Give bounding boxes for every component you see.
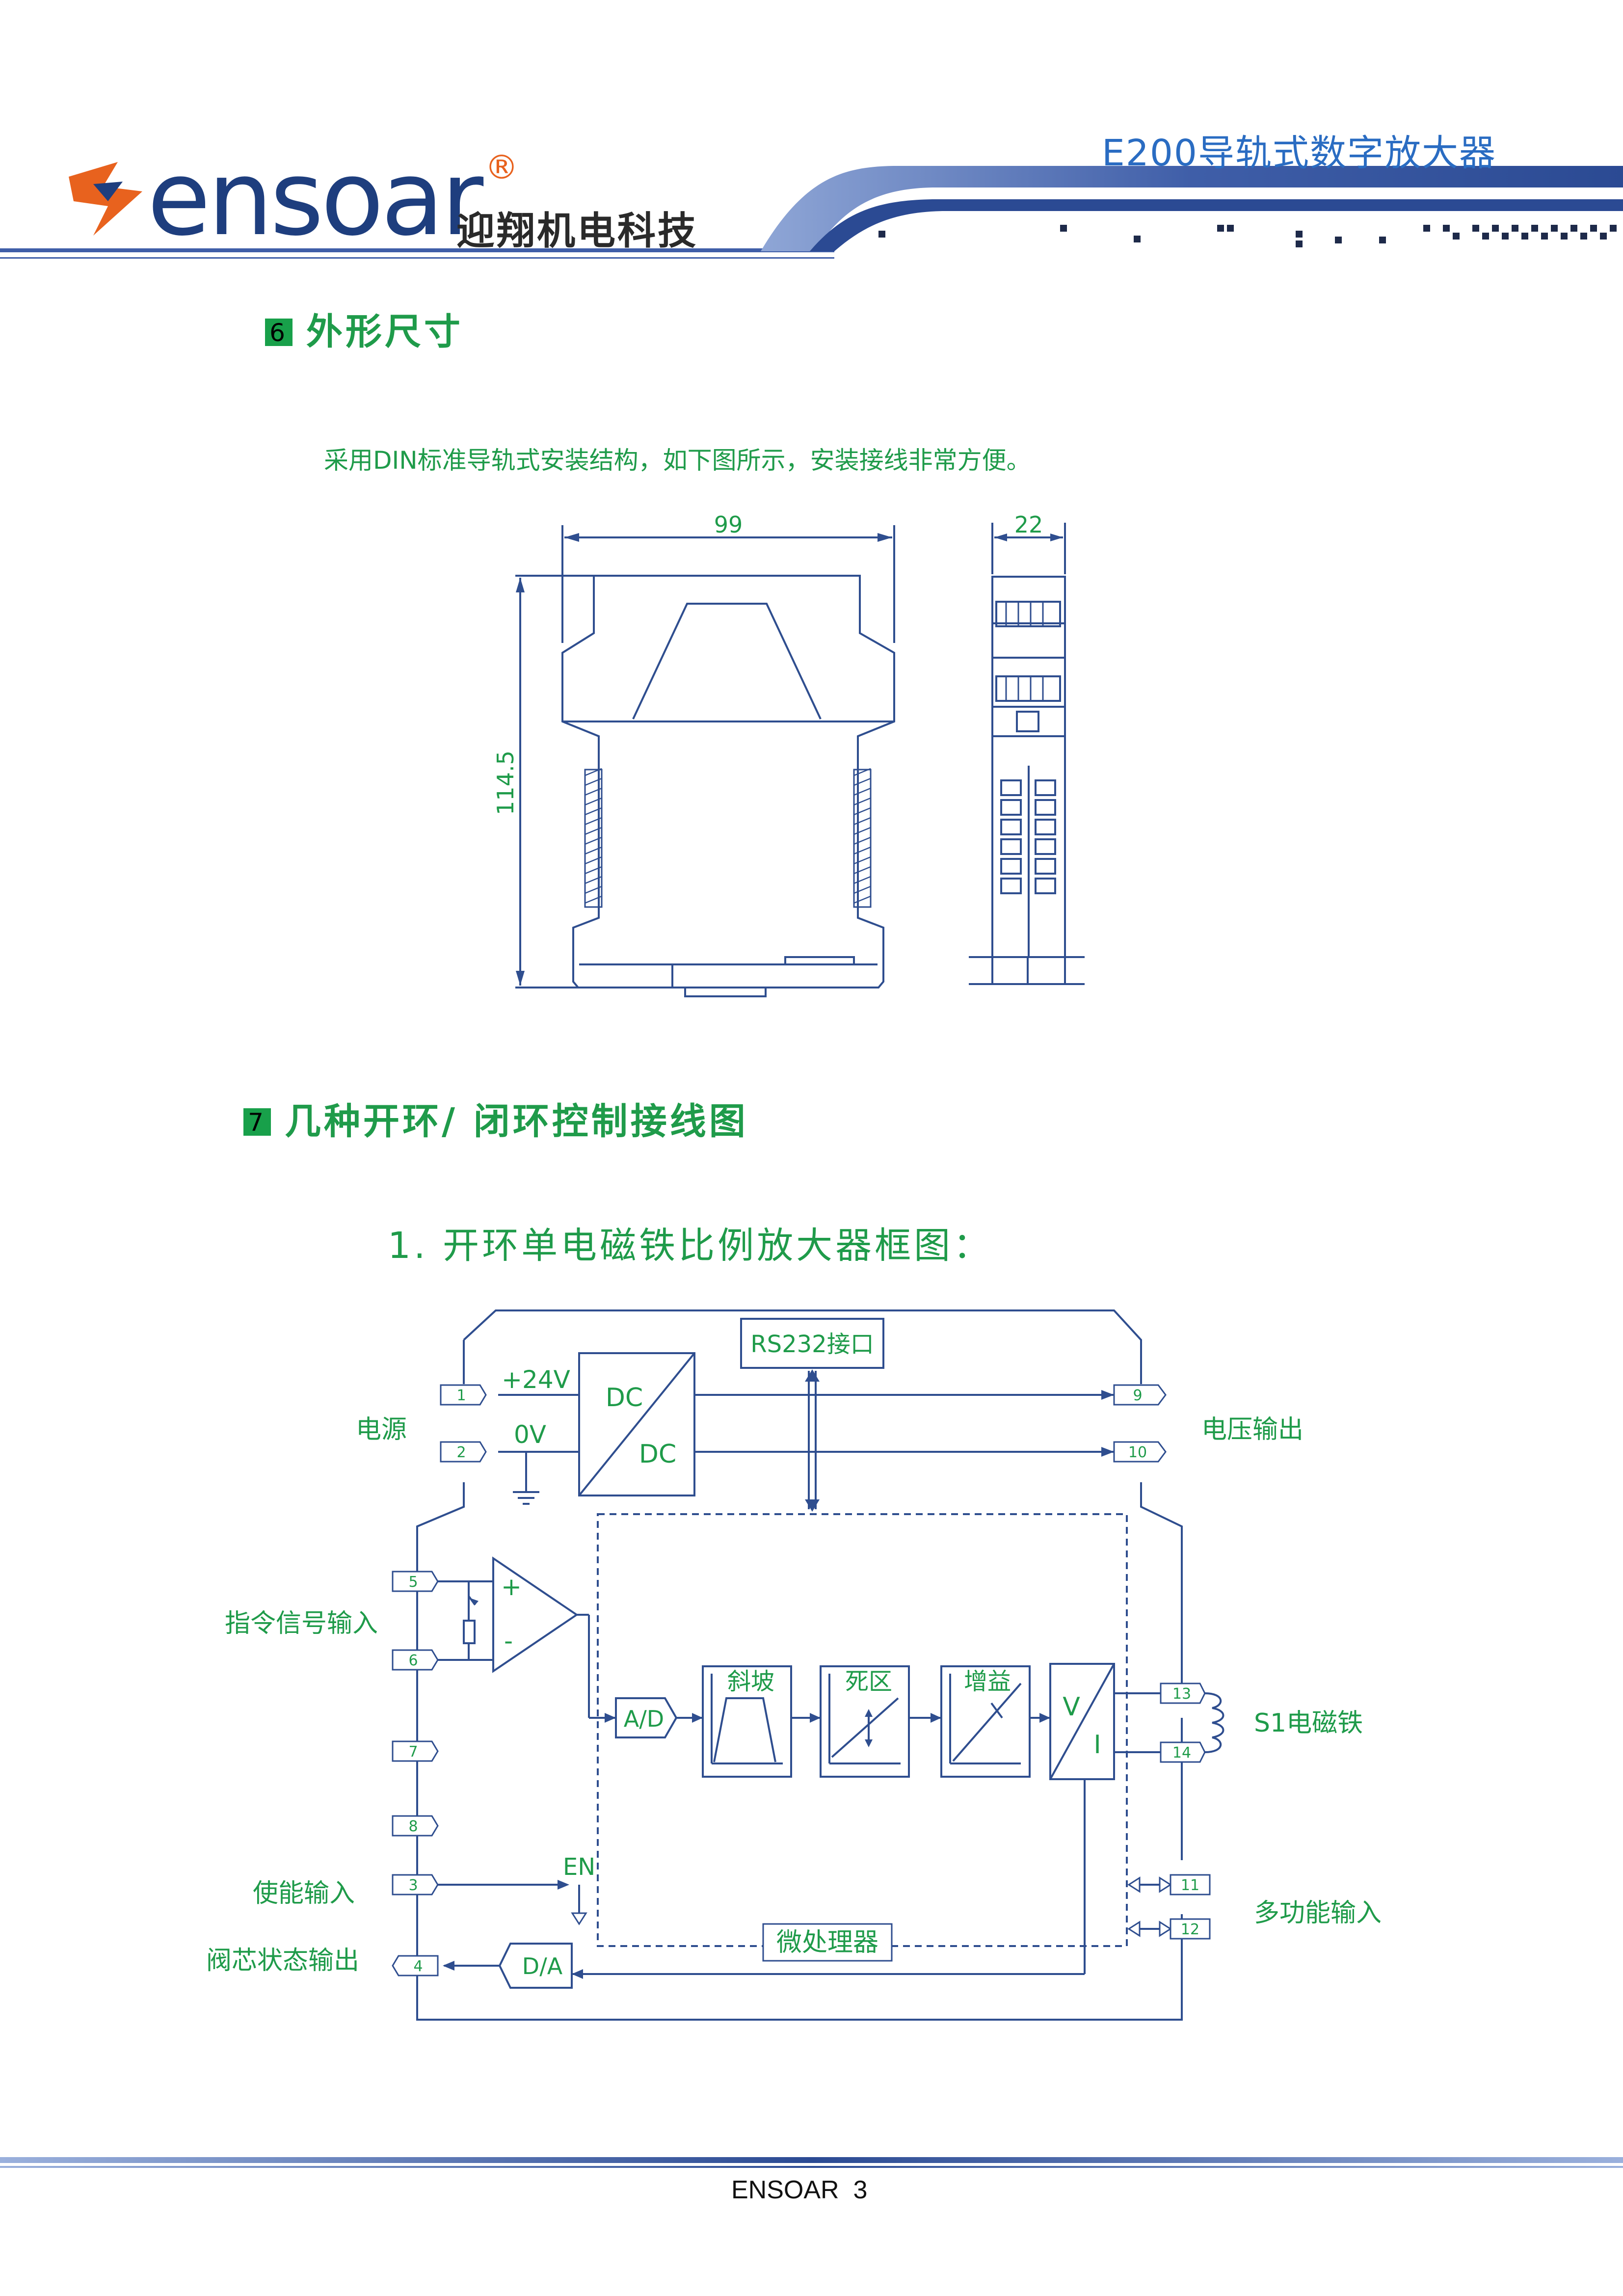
mcu-label: 微处理器: [776, 1928, 878, 1957]
gain-label: 增益: [964, 1668, 1011, 1695]
pin-3: 3: [408, 1877, 418, 1894]
label-enable-input: 使能输入: [253, 1879, 355, 1908]
ramp-label: 斜坡: [727, 1668, 774, 1695]
opamp-plus: +: [501, 1573, 522, 1601]
pin-12: 12: [1181, 1921, 1199, 1938]
pin-4: 4: [413, 1958, 423, 1975]
block-diagram: 1 2 5 6 7 8 3 4 9 10 13 14 11 12 RS232接口…: [392, 1309, 1224, 2021]
pin-1: 1: [456, 1387, 466, 1404]
side-view: [969, 576, 1085, 985]
deadzone-label: 死区: [845, 1668, 892, 1695]
document-title: E200导轨式数字放大器: [1102, 132, 1496, 174]
outline-dimension-drawing: 99 22 114.5: [492, 511, 1085, 997]
vi-v-label: V: [1063, 1692, 1080, 1722]
section-6-heading: 6 外形尺寸: [265, 302, 463, 355]
label-valve-status: 阀芯状态输出: [206, 1946, 360, 1976]
pin-2: 2: [456, 1444, 466, 1461]
registered-mark: ®: [485, 148, 518, 187]
pin-14: 14: [1172, 1744, 1191, 1762]
section-6-number: 6: [265, 319, 293, 347]
ad-label: A/D: [624, 1706, 664, 1732]
dim-height-label: 114.5: [492, 750, 519, 815]
en-label: EN: [563, 1853, 595, 1881]
dim-width-label: 99: [714, 511, 743, 538]
pin-13: 13: [1172, 1685, 1191, 1703]
section-6-title: 外形尺寸: [306, 311, 463, 353]
section-7-heading: 7 几种开环/ 闭环控制接线图: [243, 1092, 748, 1145]
dcdc-bottom-label: DC: [639, 1440, 676, 1469]
da-label: D/A: [522, 1953, 563, 1979]
v24-label: +24V: [502, 1365, 570, 1394]
front-view-hatch: [584, 769, 872, 908]
logo-bird-icon: [69, 162, 142, 236]
header-band: [0, 166, 1623, 259]
pin-8: 8: [408, 1818, 418, 1835]
front-view: [561, 575, 895, 997]
label-power: 电源: [356, 1415, 407, 1444]
pin-10: 10: [1128, 1444, 1147, 1461]
pin-7: 7: [408, 1743, 418, 1761]
vi-i-label: I: [1093, 1730, 1101, 1760]
section-7-number: 7: [243, 1108, 271, 1137]
section-7-title: 几种开环/ 闭环控制接线图: [285, 1100, 748, 1143]
section-7-subtitle: 1. 开环单电磁铁比例放大器框图：: [388, 1225, 993, 1267]
label-solenoid: S1电磁铁: [1254, 1709, 1363, 1738]
label-voltage-output: 电压输出: [1201, 1415, 1304, 1444]
section-6-intro: 采用DIN标准导轨式安装结构，如下图所示，安装接线非常方便。: [324, 446, 1031, 475]
footer-rule: [0, 2157, 1623, 2168]
dim-side-label: 22: [1014, 511, 1043, 538]
page-header: ensoar ® 迎翔机电科技 E200导轨式数字放大器: [0, 0, 1623, 275]
rs232-label: RS232接口: [750, 1331, 874, 1358]
pin-5: 5: [408, 1574, 418, 1591]
logo-chinese-name: 迎翔机电科技: [456, 209, 698, 253]
pin-11: 11: [1181, 1877, 1199, 1894]
v0-label: 0V: [514, 1420, 546, 1449]
label-command-input: 指令信号输入: [225, 1609, 378, 1638]
pin-6: 6: [408, 1652, 418, 1669]
label-multi-input: 多功能输入: [1254, 1898, 1382, 1928]
footer-page-label: ENSOAR 3: [731, 2176, 868, 2204]
logo-wordmark: ensoar: [147, 138, 483, 259]
pin-9: 9: [1133, 1387, 1142, 1404]
opamp-minus: -: [504, 1627, 513, 1655]
dcdc-top-label: DC: [606, 1383, 643, 1413]
